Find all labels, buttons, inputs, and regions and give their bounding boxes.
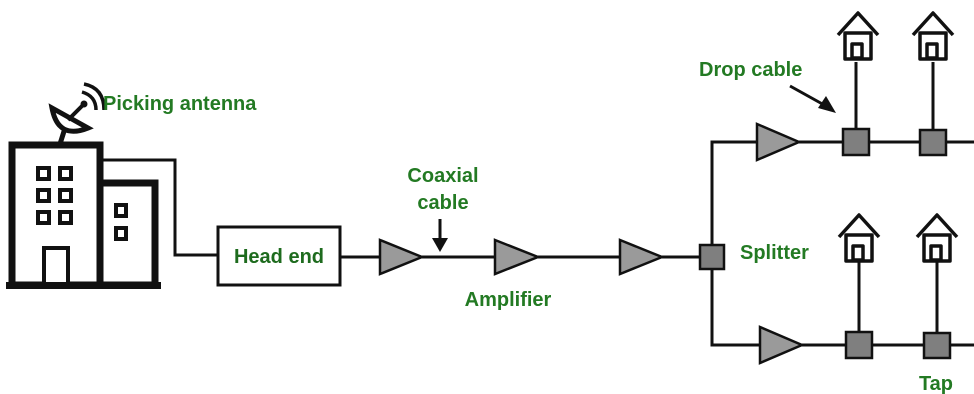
house-icon — [915, 213, 959, 263]
head-end-label: Head end — [234, 246, 324, 268]
tap-bottom-1 — [844, 330, 874, 360]
coaxial-cable-arrow — [432, 219, 448, 252]
branch-cable-bottom — [710, 269, 974, 347]
house-icon — [911, 11, 955, 61]
drop-cable-label: Drop cable — [699, 59, 802, 81]
satellite-dish-icon — [48, 82, 106, 145]
amplifier-top-branch — [755, 122, 803, 162]
coaxial-label-line1: Coaxial — [407, 165, 478, 187]
house-icon — [837, 213, 881, 263]
tap-top-1 — [841, 127, 871, 157]
amplifier-bottom-branch — [758, 325, 806, 365]
amplifier-1 — [378, 238, 426, 276]
house-icon — [836, 11, 880, 61]
head-end-box: Head end — [216, 225, 342, 287]
splitter-node — [698, 243, 726, 271]
tap-top-2 — [918, 128, 948, 157]
antenna-feed-line — [100, 158, 218, 257]
amplifier-2 — [493, 238, 542, 276]
branch-cable-top — [710, 140, 974, 245]
coaxial-label-line2: cable — [417, 192, 468, 214]
picking-antenna-label: Picking antenna — [103, 93, 257, 115]
drop-cable-arrow — [789, 84, 836, 113]
tap-label: Tap — [919, 373, 953, 394]
tap-bottom-2 — [922, 331, 952, 360]
splitter-label: Splitter — [740, 242, 809, 264]
amplifier-3 — [618, 238, 666, 276]
amplifier-label: Amplifier — [465, 289, 552, 311]
building-icon — [6, 141, 161, 289]
